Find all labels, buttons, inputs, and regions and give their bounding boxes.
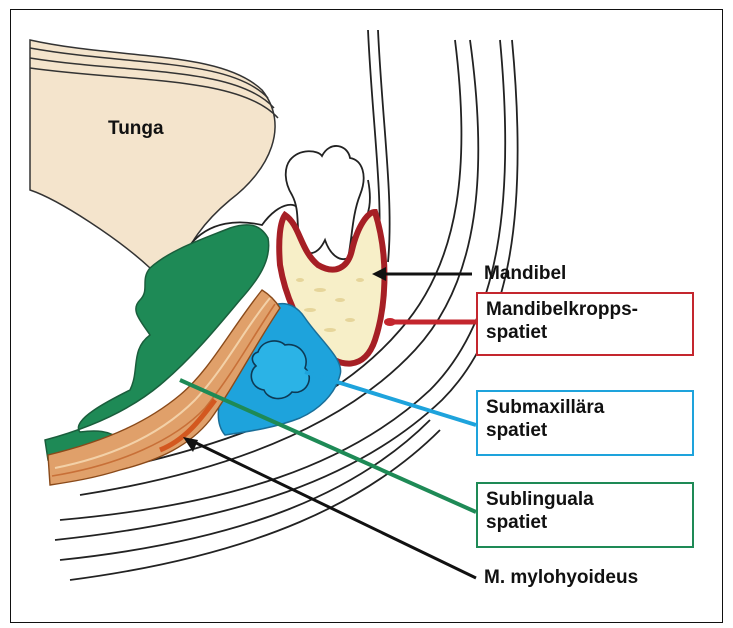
mandible-body-space-label-line1: Mandibelkropps- (486, 298, 684, 321)
tongue-label: Tunga (108, 117, 164, 140)
submandibular-space-label-line2: spatiet (486, 419, 684, 442)
mandible-body-space-label-line2: spatiet (486, 321, 684, 344)
mandible-body-space-leader-tip (384, 318, 396, 326)
sublingual-space-label-line2: spatiet (486, 511, 684, 534)
sublingual-space-box: Sublinguala spatiet (476, 482, 694, 548)
submandibular-space-leader-line (305, 372, 476, 425)
sublingual-space-label-line1: Sublinguala (486, 488, 684, 511)
submandibular-space-label-line1: Submaxillära (486, 396, 684, 419)
mandible-body-space-box: Mandibelkropps- spatiet (476, 292, 694, 356)
submandibular-space-box: Submaxillära spatiet (476, 390, 694, 456)
mylohyoid-label: M. mylohyoideus (484, 566, 638, 589)
mandible-label: Mandibel (484, 262, 566, 285)
